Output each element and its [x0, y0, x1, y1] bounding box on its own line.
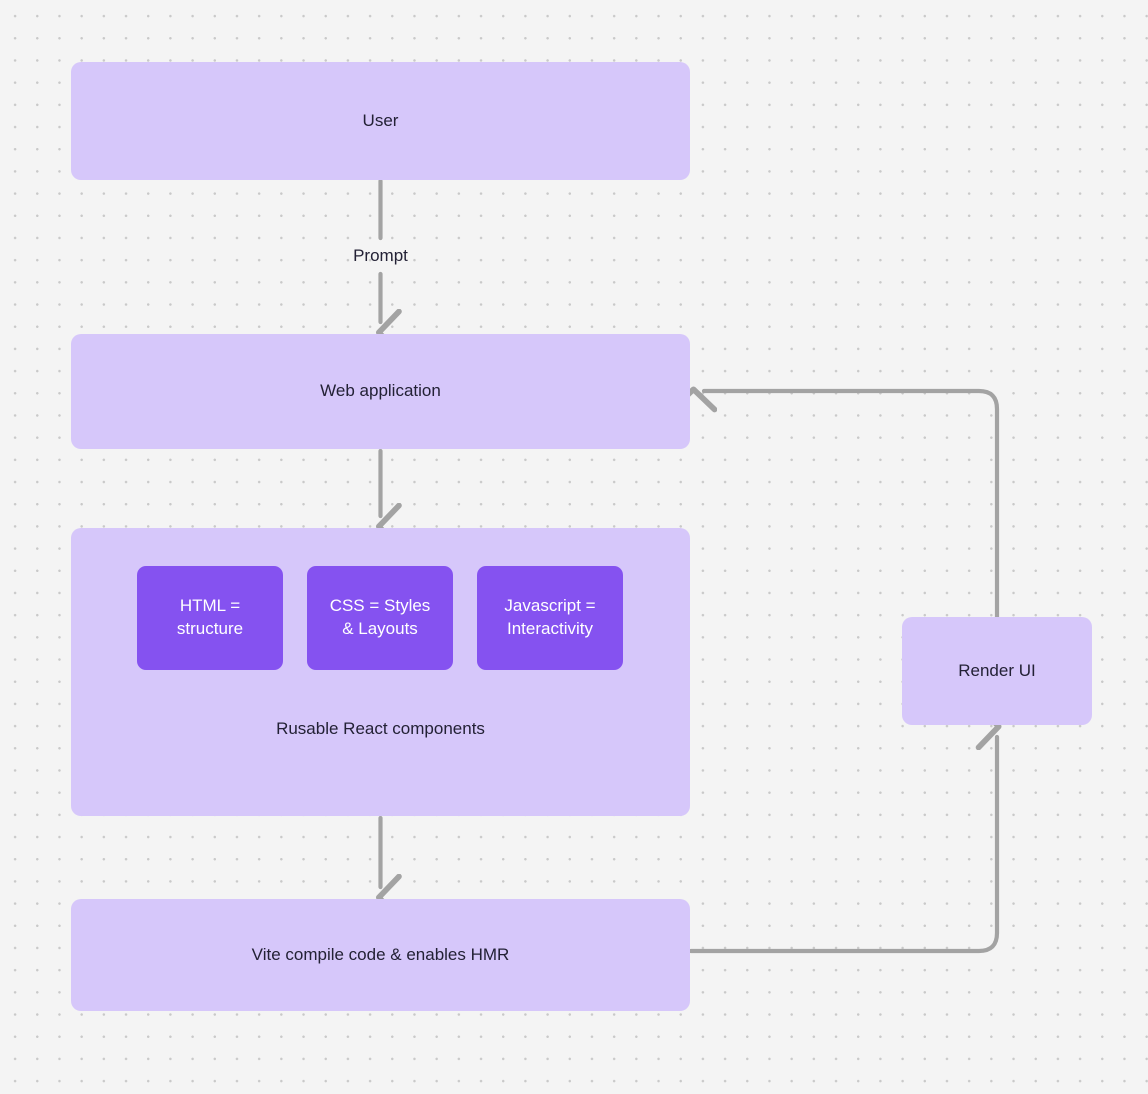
node-user-label: User: [362, 110, 399, 130]
node-javascript-line1: Javascript =: [504, 596, 596, 616]
node-web-application[interactable]: Web application: [71, 334, 690, 449]
node-html-line1: HTML =: [179, 596, 241, 616]
edge-vite-to-render: [688, 737, 997, 954]
node-react-components-caption: Rusable React components: [276, 719, 485, 738]
node-css-line2: & Layouts: [342, 619, 418, 638]
node-javascript-line2: Interactivity: [507, 619, 593, 638]
node-html[interactable]: HTML = structure: [137, 566, 283, 670]
edge-label-prompt: Prompt: [353, 246, 408, 265]
node-render-ui-label: Render UI: [958, 660, 1036, 680]
node-javascript[interactable]: Javascript = Interactivity: [477, 566, 623, 670]
node-render-ui[interactable]: Render UI: [902, 617, 1092, 725]
node-css[interactable]: CSS = Styles & Layouts: [307, 566, 453, 670]
node-web-application-label: Web application: [320, 381, 441, 401]
node-css-line1: CSS = Styles: [329, 596, 431, 616]
edge-render-to-webapp: [704, 391, 1000, 620]
node-user[interactable]: User: [71, 62, 690, 180]
node-vite[interactable]: Vite compile code & enables HMR: [71, 899, 690, 1011]
node-css-label: CSS = Styles & Layouts: [330, 595, 431, 641]
node-html-line2: structure: [176, 619, 244, 638]
node-html-label: HTML = structure: [177, 595, 243, 641]
node-vite-label: Vite compile code & enables HMR: [251, 944, 510, 964]
node-javascript-label: Javascript = Interactivity: [504, 595, 595, 641]
